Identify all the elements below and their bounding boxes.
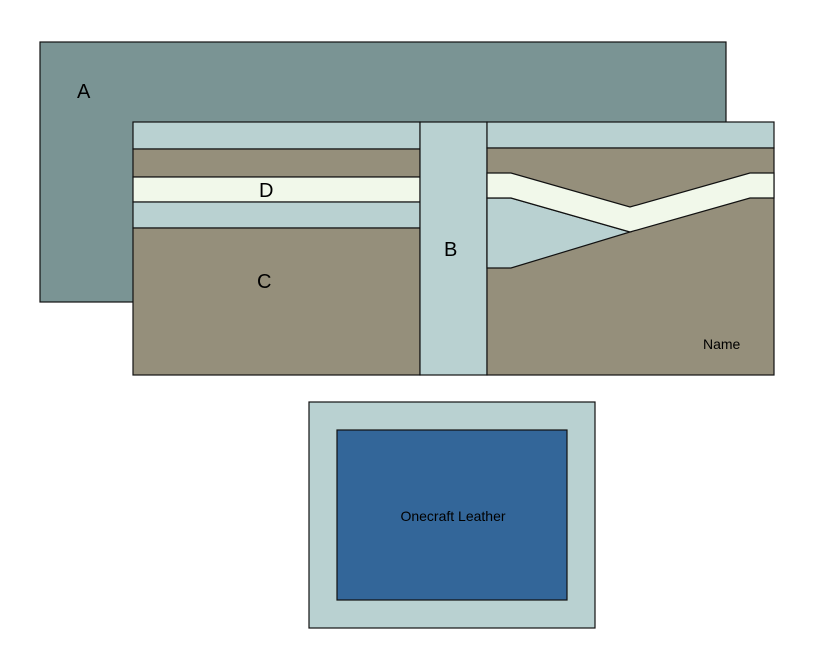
label-c: C: [257, 271, 271, 293]
pocket-c: [132, 227, 421, 376]
pocket-d: [132, 176, 421, 203]
brand-text: Onecraft Leather: [400, 508, 505, 524]
spine-b: [419, 121, 488, 376]
right-cream-band: [486, 172, 775, 233]
right-top-band: [486, 121, 775, 149]
label-b: B: [444, 239, 457, 261]
label-a: A: [77, 81, 91, 103]
label-d: D: [259, 180, 273, 202]
left-light-band: [132, 201, 421, 229]
left-top-band: [132, 121, 421, 150]
left-brown-band: [132, 148, 421, 178]
card-logo-area: [336, 429, 568, 601]
label-name: Name: [703, 336, 741, 352]
